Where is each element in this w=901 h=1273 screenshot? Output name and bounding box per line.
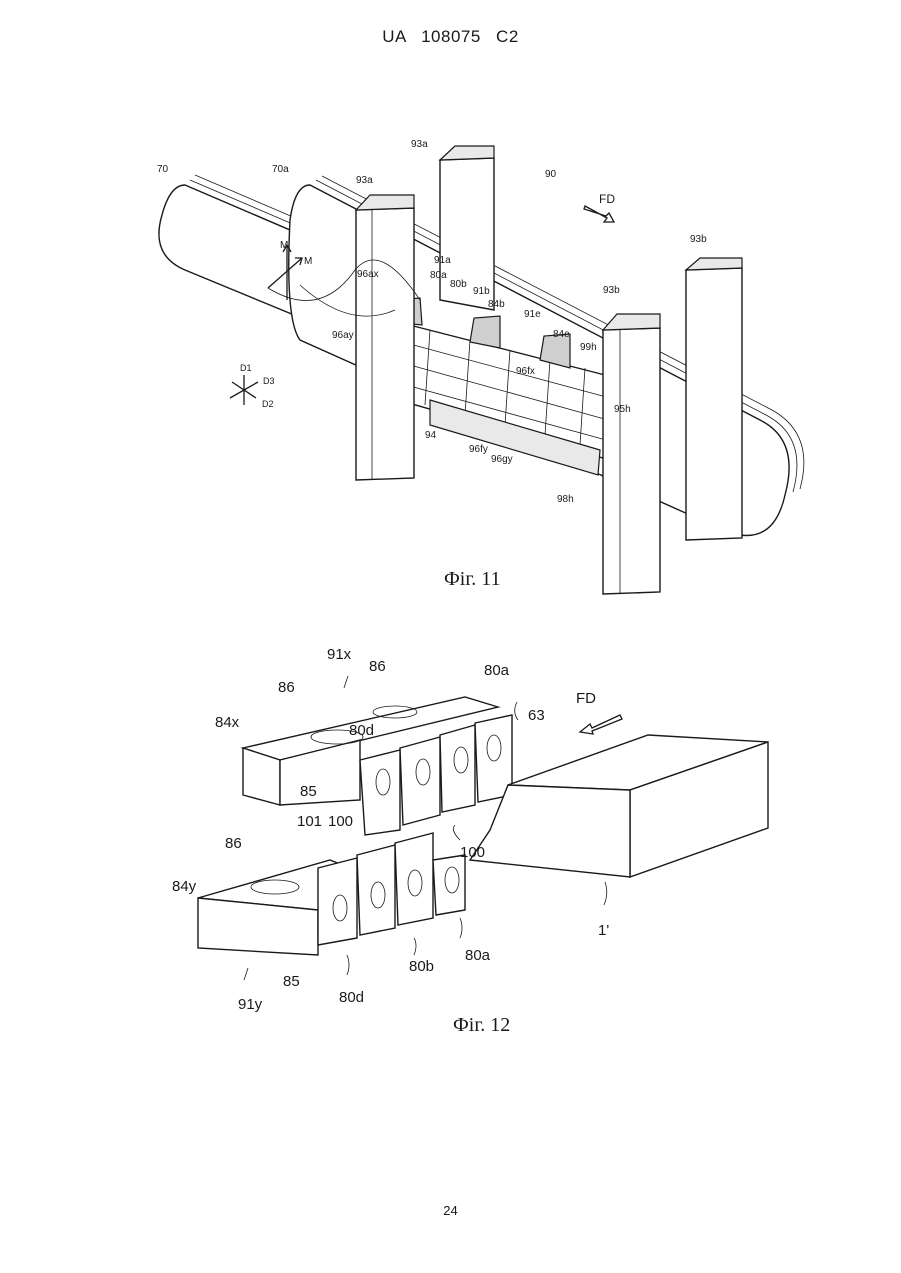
label-m-diag: M [304, 256, 312, 267]
label-80d-bottom: 80d [339, 989, 364, 1006]
label-93b-front: 93b [603, 285, 620, 296]
label-96fy: 96fy [469, 444, 488, 455]
label-80a-top: 80a [484, 662, 510, 679]
label-100-right: 100 [460, 844, 485, 861]
label-86-bottom: 86 [225, 835, 242, 852]
label-fd-fig11: FD [599, 192, 615, 206]
label-86-top-right: 86 [369, 658, 386, 675]
figure-11-caption: Фіг. 11 [444, 568, 501, 590]
label-91y: 91y [238, 996, 263, 1013]
label-93a-front: 93a [356, 175, 373, 186]
figure-12: 91x 86 86 80a FD 84x 80d 63 85 101 100 1… [172, 646, 768, 1036]
label-101: 101 [297, 813, 322, 830]
label-m-up: M [280, 240, 288, 251]
label-93a-back: 93a [411, 139, 428, 150]
label-96fx: 96fx [516, 366, 535, 377]
label-80a: 80a [430, 270, 447, 281]
page-number: 24 [0, 1203, 901, 1218]
label-70a: 70a [272, 164, 289, 175]
label-84b: 84b [488, 299, 505, 310]
label-80b: 80b [409, 958, 434, 975]
pillar-93b-front [603, 314, 660, 594]
label-91e: 91e [524, 309, 541, 320]
label-96gy: 96gy [491, 454, 513, 465]
direction-arrows-d [230, 375, 258, 405]
label-70: 70 [157, 164, 169, 175]
lower-blades [318, 833, 465, 945]
label-86-top-left: 86 [278, 679, 295, 696]
label-98h: 98h [557, 494, 574, 505]
label-80d-top: 80d [349, 722, 374, 739]
label-fd-fig12: FD [576, 690, 596, 707]
label-80a-bottom: 80a [465, 947, 491, 964]
label-93b-back: 93b [690, 234, 707, 245]
feed-direction-arrow-fig12 [580, 715, 622, 734]
label-91a: 91a [434, 255, 451, 266]
label-84x: 84x [215, 714, 240, 731]
label-96ax: 96ax [357, 269, 379, 280]
label-90: 90 [545, 169, 557, 180]
label-84e: 84e [553, 329, 570, 340]
figure-12-caption: Фіг. 12 [453, 1014, 510, 1036]
label-95h: 95h [614, 404, 631, 415]
label-d2: D2 [262, 399, 274, 409]
pillar-93b-back [686, 258, 742, 540]
label-85-bottom: 85 [283, 973, 300, 990]
label-91b: 91b [473, 286, 490, 297]
label-85-top: 85 [300, 783, 317, 800]
product-block-1prime [470, 735, 768, 877]
label-91x: 91x [327, 646, 352, 663]
label-80b: 80b [450, 279, 467, 290]
pillar-93a-front [356, 195, 414, 480]
label-d3: D3 [263, 376, 275, 386]
figure-11: 70 70a 93a 93a 90 FD 93b 93b M M 96ax 91… [157, 139, 804, 594]
label-94: 94 [425, 430, 437, 441]
label-63: 63 [528, 707, 545, 724]
label-1-prime: 1' [598, 922, 609, 939]
label-99h: 99h [580, 342, 597, 353]
label-d1: D1 [240, 363, 252, 373]
label-84y: 84y [172, 878, 197, 895]
feed-direction-arrow [584, 206, 614, 222]
label-100-left: 100 [328, 813, 353, 830]
label-96ay: 96ay [332, 330, 354, 341]
